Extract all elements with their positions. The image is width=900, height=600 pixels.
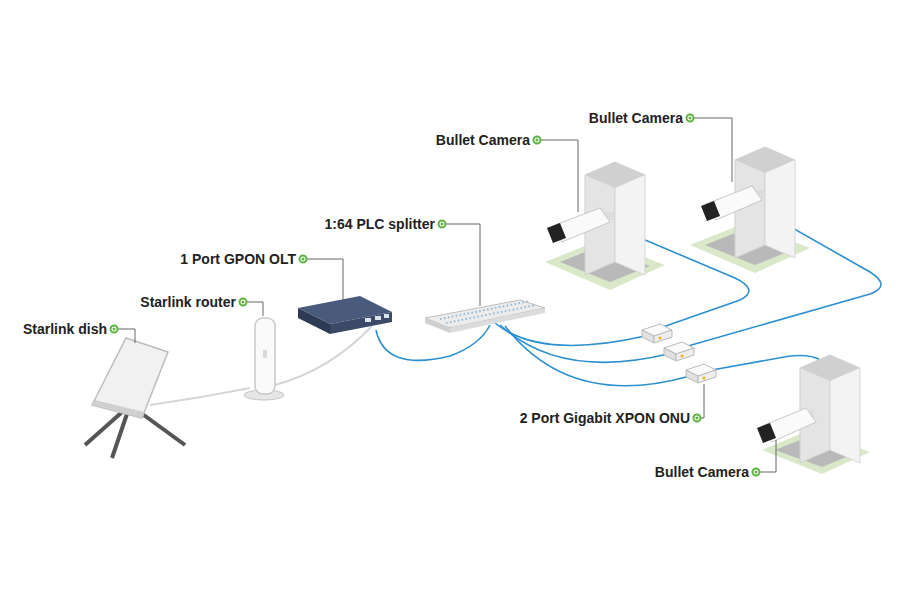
callout-label: Starlink router [140,293,236,311]
bullet-camera [757,408,816,443]
building [690,147,810,273]
fiber-cable [500,325,668,362]
callout-dot-centers [113,117,758,474]
callout-dots [111,115,760,476]
onu-device [642,324,716,383]
callout-label: Bullet Camera [655,463,749,481]
plc-splitter [425,300,545,333]
building [545,162,665,290]
callout-label: 1:64 PLC splitter [325,215,435,233]
callout-label: 2 Port Gigabit XPON ONU [520,409,690,427]
callout-label: Bullet Camera [589,109,683,127]
fiber-cable [376,325,490,360]
ethernet-cable [150,388,250,405]
building [762,355,870,474]
satellite-dish [85,338,185,458]
callout-label: 1 Port GPON OLT [180,250,296,268]
fiber-cable [495,323,645,345]
olt-device [298,296,392,334]
router [244,318,284,400]
callout-label: Starlink dish [23,320,107,338]
fiber-cable [505,326,690,386]
bullet-camera [701,186,764,221]
ethernet-cable [275,326,372,385]
bullet-camera [547,208,614,243]
leader-lines [118,118,776,472]
callout-label: Bullet Camera [436,131,530,149]
